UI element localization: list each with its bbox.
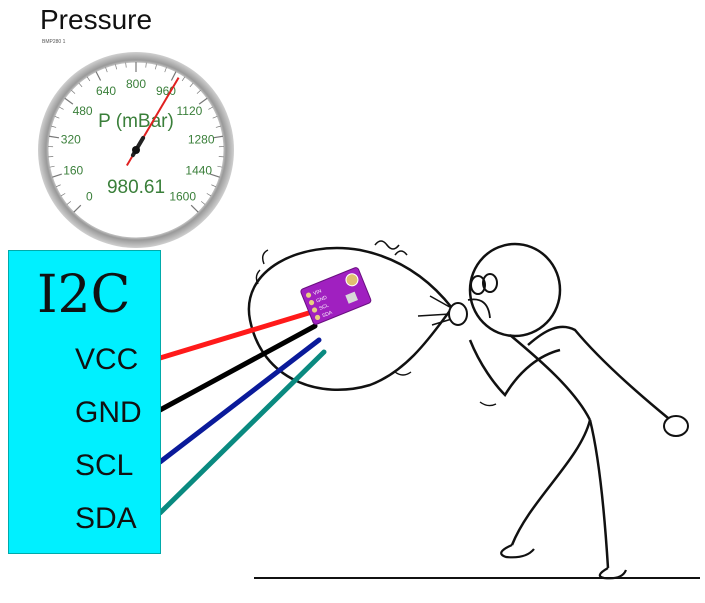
gauge-minor-tick — [54, 116, 60, 119]
gauge-minor-tick — [200, 201, 206, 205]
foot-left — [500, 543, 535, 559]
foot-right — [598, 567, 628, 580]
gauge-major-tick — [212, 135, 224, 139]
gauge-minor-tick — [86, 76, 91, 82]
wire-vcc — [157, 309, 315, 361]
board-pin-label: SCL — [318, 303, 329, 312]
gauge-tick-label: 960 — [156, 84, 176, 98]
gauge-minor-tick — [66, 201, 72, 205]
gauge-unit-label: P (mBar) — [98, 111, 174, 132]
cheek — [467, 298, 491, 319]
gauge-minor-tick — [55, 184, 61, 188]
gauge-minor-tick — [71, 90, 76, 94]
board-pin-pad — [308, 299, 315, 306]
arm-back — [527, 325, 669, 419]
gauge-minor-tick — [212, 116, 218, 119]
gauge-minor-tick — [217, 165, 223, 168]
gauge-minor-tick — [60, 193, 66, 197]
i2c-title: I2C — [37, 265, 131, 325]
leg-right — [588, 419, 610, 569]
mounting-hole — [345, 273, 359, 287]
gauge-title: Pressure — [40, 4, 153, 35]
board-pin-label: SDA — [321, 310, 333, 320]
gauge-minor-tick — [189, 82, 194, 88]
gauge-tick-label: 320 — [61, 133, 81, 147]
arm-front — [468, 339, 561, 398]
board-pin-label: GND — [315, 295, 328, 305]
wire-gnd — [157, 323, 318, 413]
gauge-major-tick — [198, 97, 208, 105]
pin-label-gnd: GND — [75, 396, 142, 429]
gauge-tick-label: 1280 — [188, 133, 215, 147]
gauge-tick-label: 480 — [73, 104, 93, 118]
motion-marks-top — [374, 240, 408, 256]
gauge-major-tick — [73, 204, 82, 213]
gauge-major-tick — [95, 71, 102, 81]
sensor-chip — [345, 291, 358, 304]
mouth — [448, 302, 468, 326]
gauge-tick-label: 1440 — [185, 163, 212, 177]
gauge-value: 980.61 — [107, 177, 165, 198]
gauge-tick-label: 1120 — [176, 104, 202, 118]
gauge-minor-tick — [125, 62, 127, 68]
i2c-panel: I2C VCC GND SCL SDA — [8, 250, 161, 554]
pin-label-sda: SDA — [75, 502, 137, 535]
eye-left — [470, 275, 486, 295]
gauge-tick-label: 0 — [86, 190, 93, 204]
gauge-major-tick — [64, 97, 74, 105]
pin-label-scl: SCL — [75, 449, 134, 482]
gauge-minor-tick — [164, 67, 167, 73]
head — [468, 242, 562, 338]
gauge-minor-tick — [49, 165, 55, 168]
gauge-hub — [132, 146, 140, 154]
sensor-name: BMP280 1 — [42, 39, 66, 45]
wire-scl — [157, 337, 322, 465]
gauge-major-tick — [170, 71, 177, 81]
gauge-minor-tick — [208, 106, 213, 110]
board-pin-label: VIN — [312, 288, 322, 297]
gauge-major-tick — [52, 173, 63, 178]
gauge-major-tick — [209, 173, 220, 178]
gauge-minor-tick — [51, 125, 57, 128]
pin-label-vcc: VCC — [75, 343, 139, 376]
gauge-minor-tick — [105, 67, 108, 73]
gauge-minor-tick — [115, 64, 117, 70]
gauge-tick-label: 640 — [96, 84, 116, 98]
hand — [663, 415, 689, 437]
board-pin-pad — [314, 314, 321, 321]
gauge-ticks — [48, 62, 224, 213]
eye-right — [482, 273, 498, 293]
wires — [157, 309, 327, 516]
gauge-tick-label: 160 — [63, 163, 83, 177]
gauge-minor-tick — [78, 82, 83, 88]
gauge-tick-label: 800 — [126, 77, 146, 91]
gauge-minor-tick — [215, 125, 221, 128]
gauge-minor-tick — [155, 64, 157, 70]
gauge-minor-tick — [145, 62, 147, 68]
gauge-minor-tick — [59, 106, 64, 110]
gauge-minor-tick — [196, 90, 201, 94]
gauge-minor-tick — [206, 193, 212, 197]
leg-left — [510, 419, 592, 546]
body — [509, 334, 592, 421]
gauge-major-tick — [190, 204, 199, 213]
gauge-tick-label: 1600 — [169, 190, 196, 204]
gauge-minor-tick — [211, 184, 217, 188]
motion-marks-left — [255, 249, 269, 285]
gauge-minor-tick — [181, 76, 186, 82]
motion-marks-bottom — [394, 371, 497, 407]
board-pin-pad — [305, 292, 312, 298]
board-pin-pad — [311, 307, 318, 313]
wire-sda — [157, 349, 327, 516]
gauge-major-tick — [48, 135, 60, 139]
